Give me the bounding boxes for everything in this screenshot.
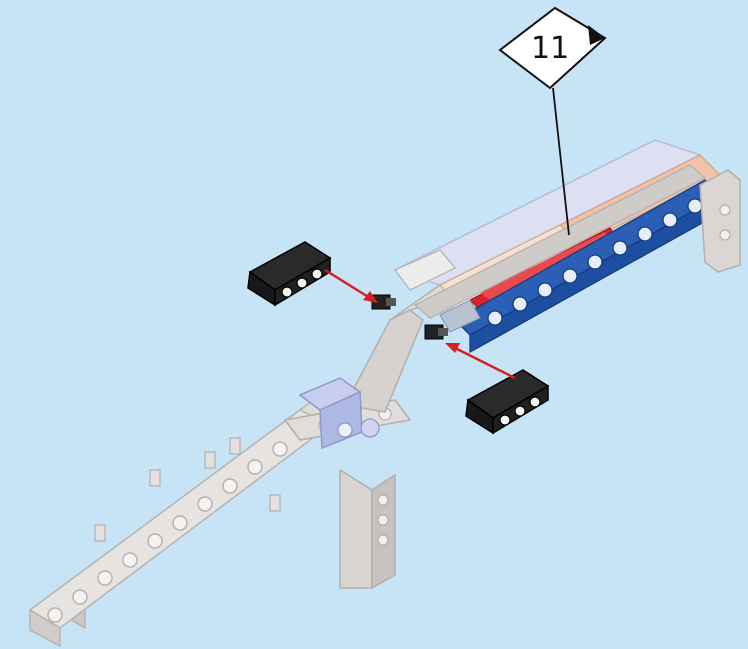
black-tread-link-right [466,370,548,433]
insert-arrow-left [325,270,378,303]
target-pin-lower [425,325,448,339]
insert-arrow-right [445,343,515,378]
step-number: 11 [531,31,569,66]
upper-beam-stack [395,140,740,352]
black-tread-link-left [248,242,330,305]
